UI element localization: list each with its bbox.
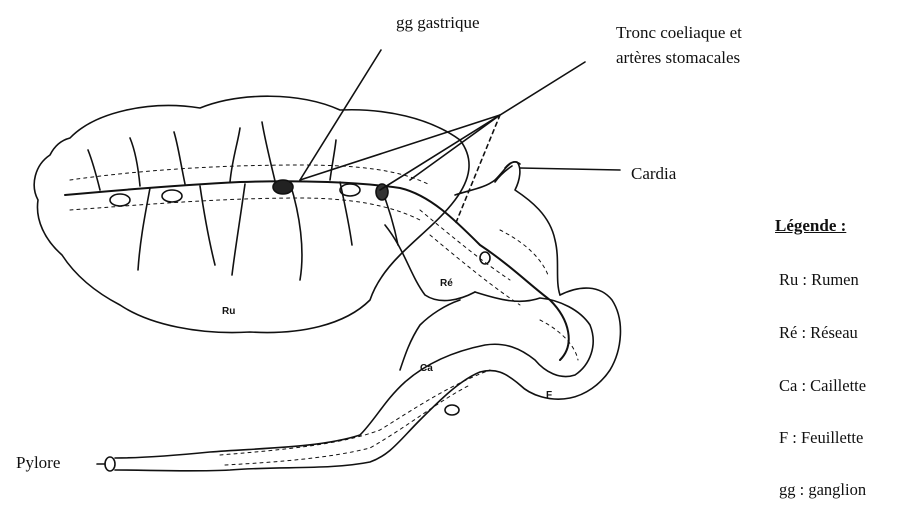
caillette-outline [115,292,593,458]
legend-item: Ru : Rumen [779,270,859,290]
callout-tronc-2 [300,115,500,180]
legend-item: gg : ganglion [779,480,866,500]
gg-gastrique-label: gg gastrique [396,13,480,33]
main-artery [65,181,569,360]
pylore-end [105,457,115,471]
caillette-top [400,300,460,370]
organ-label-reseau: Ré [440,278,453,289]
arteres-stomacales-label: artères stomacales [616,48,740,68]
legend-item: Ca : Caillette [779,376,866,396]
organ-label-rumen: Ru [222,306,235,317]
organ-label-caillette: Ca [420,363,433,374]
reseau-outline [455,162,560,295]
ganglion [445,405,459,415]
ganglion [480,252,490,264]
callout-gg-gastrique [300,50,381,180]
legend-item: F : Feuillette [779,428,863,448]
artery-branches-down [138,182,398,280]
cardia-tube [495,162,520,182]
tronc-coeliaque-label: Tronc coeliaque et [616,23,742,43]
reseau-boundary [385,225,475,301]
legend-item: Ré : Réseau [779,323,858,343]
artery-branches-up [88,122,336,190]
legend-title: Légende : [775,216,846,236]
organ-label-feuillette: F [546,390,552,401]
rumen-outline [34,96,469,332]
ganglion [110,194,130,206]
ganglion [340,184,360,196]
ganglion [162,190,182,202]
pylore-label: Pylore [16,453,60,473]
feuillette-outline [115,288,620,471]
ganglion [273,180,293,194]
callout-tronc [380,62,585,190]
callout-cardia [520,168,620,170]
cardia-label: Cardia [631,164,676,184]
